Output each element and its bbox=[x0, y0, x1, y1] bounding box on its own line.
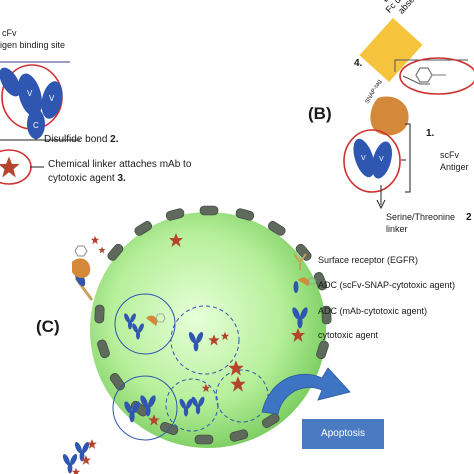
legend-label-cytotoxic: cytotoxic agent bbox=[318, 330, 379, 340]
serine-label-line1: Serine/Threonine bbox=[386, 212, 456, 222]
panel-b: SNAP-tag V V bbox=[343, 18, 474, 210]
disulfide-number: 2. bbox=[110, 134, 119, 145]
cell-membrane bbox=[94, 205, 332, 445]
panel-c-label: (C) bbox=[36, 317, 60, 336]
svg-text:V: V bbox=[361, 155, 366, 162]
scfv-label-a: cFv bbox=[2, 28, 17, 38]
panel-a: V V C bbox=[0, 61, 80, 185]
adc-scfv-icon bbox=[293, 277, 317, 293]
serine-number: 2 bbox=[466, 212, 472, 223]
endosome-3 bbox=[112, 375, 178, 441]
endosome-2 bbox=[170, 305, 240, 375]
apoptosis-box: Apoptosis bbox=[302, 419, 384, 449]
svg-text:C: C bbox=[33, 121, 39, 130]
legend-label-receptor: Surface receptor (EGFR) bbox=[318, 255, 419, 265]
endosome-1 bbox=[114, 293, 176, 355]
free-adc-cluster bbox=[61, 439, 97, 474]
surface-receptor-icon bbox=[293, 253, 307, 270]
svg-text:V: V bbox=[49, 94, 55, 103]
serine-label-line2: linker bbox=[386, 224, 408, 234]
cell bbox=[90, 212, 326, 448]
antibody-a: V V C bbox=[0, 67, 63, 139]
endosome-1-contents bbox=[122, 312, 166, 340]
apoptosis-arrow bbox=[261, 367, 351, 415]
binding-site-label: igen binding site bbox=[0, 40, 66, 50]
antigen-label-b: Antiger bbox=[440, 162, 469, 172]
scfv-number-b: 1. bbox=[426, 128, 435, 139]
benzene-icon bbox=[415, 67, 433, 83]
linker-label-line2: cytotoxic agent 3. bbox=[48, 173, 126, 184]
receptor-adc-complex bbox=[72, 235, 106, 301]
scfv-b: V V bbox=[353, 138, 392, 179]
panel-b-label: (B) bbox=[308, 104, 332, 123]
legend-label-adc-scfv: ADC (scFv-SNAP-cytotoxic agent) bbox=[318, 280, 456, 290]
effector-number: 4. bbox=[354, 58, 363, 69]
substrate-ring bbox=[399, 57, 474, 95]
linker-label-line1: Chemical linker attaches mAb to bbox=[48, 159, 192, 170]
cytotoxic-star-icon bbox=[0, 156, 20, 178]
snap-tag-protein bbox=[370, 96, 409, 136]
legend-label-adc-mab: ADC (mAb-cytotoxic agent) bbox=[318, 306, 428, 316]
panel-c bbox=[61, 205, 351, 474]
scfv-label-b: scFv bbox=[440, 150, 459, 160]
svg-text:V: V bbox=[379, 156, 384, 163]
disulfide-label: Disulfide bond 2. bbox=[44, 134, 119, 145]
scfv-ring-b bbox=[343, 129, 401, 193]
svg-text:V: V bbox=[27, 89, 33, 98]
linker-number: 3. bbox=[117, 173, 126, 184]
legend-icons bbox=[290, 253, 317, 342]
effector-box bbox=[359, 18, 423, 82]
